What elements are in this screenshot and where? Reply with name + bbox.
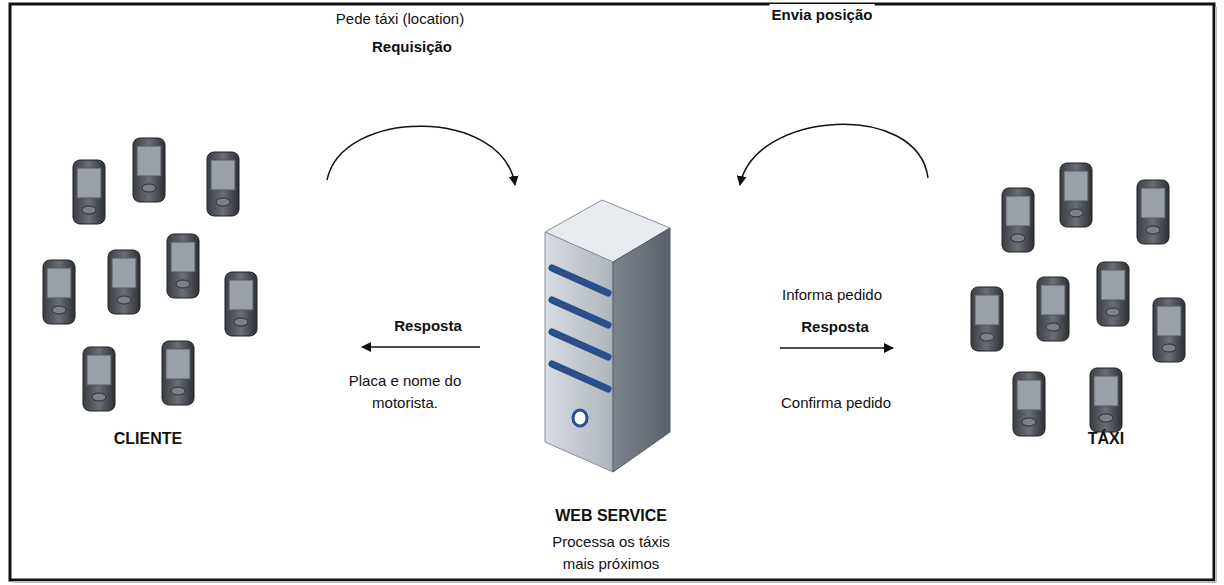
phone-icon bbox=[1097, 262, 1129, 326]
response-arrow bbox=[780, 347, 893, 349]
response-arrow bbox=[362, 346, 480, 348]
phone-icon bbox=[225, 272, 257, 336]
note-label: Pede táxi (location) bbox=[334, 8, 466, 30]
note-label: Placa e nome do motorista. bbox=[338, 370, 472, 414]
node-title: WEB SERVICE bbox=[521, 505, 701, 527]
phone-icon bbox=[971, 287, 1003, 351]
phone-icon bbox=[1137, 180, 1169, 244]
phone-icon bbox=[1002, 188, 1034, 252]
phone-icon bbox=[167, 234, 199, 298]
edge-label: Resposta bbox=[392, 315, 464, 337]
phone-icon bbox=[133, 138, 165, 202]
node-caption: Processa os táxis mais próximos bbox=[536, 531, 686, 575]
phone-icon bbox=[207, 152, 239, 216]
phone-icon bbox=[1013, 372, 1045, 436]
server-tower bbox=[545, 200, 670, 472]
phone-icon bbox=[43, 260, 75, 324]
edge-label: Resposta bbox=[799, 316, 871, 338]
note-label: Informa pedido bbox=[780, 284, 884, 306]
phone-icon bbox=[108, 250, 140, 314]
frame-shadow bbox=[13, 581, 1216, 583]
phone-icon bbox=[162, 341, 194, 405]
node-region: TÁXI bbox=[893, 178, 1190, 480]
node-region: CLIENTE bbox=[30, 180, 362, 480]
frame-border bbox=[10, 4, 1214, 580]
node-region: WEB SERVICE Processa os táxis mais próxim… bbox=[480, 185, 780, 580]
frame-shadow bbox=[1215, 7, 1217, 582]
phone-icon bbox=[1060, 163, 1092, 227]
phone-icon bbox=[1090, 368, 1122, 432]
edge-label: Requisição bbox=[370, 36, 454, 58]
node-title: CLIENTE bbox=[88, 428, 208, 450]
phone-icon bbox=[73, 160, 105, 224]
edge-label: Envia posição bbox=[770, 4, 875, 26]
phone-icon bbox=[1153, 298, 1185, 362]
phone-icon bbox=[83, 347, 115, 411]
phone-icon bbox=[1037, 277, 1069, 341]
note-label: Confirma pedido bbox=[779, 392, 893, 414]
curved-arrow bbox=[740, 124, 928, 185]
node-title: TÁXI bbox=[1046, 428, 1166, 450]
curved-arrow bbox=[327, 126, 515, 185]
